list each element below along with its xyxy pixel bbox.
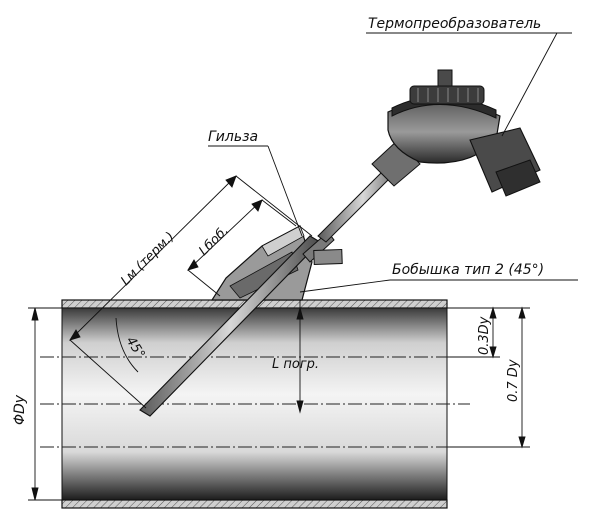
immersion-dimension: [296, 300, 304, 414]
lboss-label: Lбоб.: [196, 223, 232, 259]
sensor-leader: [366, 32, 572, 137]
sleeve-leader: [208, 145, 303, 237]
sleeve-label: Гильза: [208, 129, 258, 145]
immersion-label: L погр.: [272, 357, 319, 372]
boss-leader: [299, 279, 578, 293]
lm-label: Lм (терм.): [118, 229, 177, 288]
boss-label: Бобышка тип 2 (45°): [392, 262, 544, 278]
boss-fitting: [210, 225, 313, 301]
lm-dimension: [69, 175, 313, 409]
pipe-wall-bottom: [61, 499, 448, 509]
depth-dimensions: [447, 306, 530, 449]
sensor-stem: [317, 139, 421, 243]
diameter-label: ΦDy: [12, 394, 28, 425]
depth-07-label: 0.7 Dy: [506, 359, 521, 402]
diameter-dimension: [28, 307, 62, 501]
sensor-label: Термопреобразователь: [368, 16, 541, 32]
angle-marker: [115, 317, 139, 373]
lboss-dimension: [187, 199, 297, 297]
depth-03-label: 0.3Dy: [477, 316, 492, 355]
sensor-head: [387, 69, 541, 197]
axis-lines: [40, 356, 470, 448]
